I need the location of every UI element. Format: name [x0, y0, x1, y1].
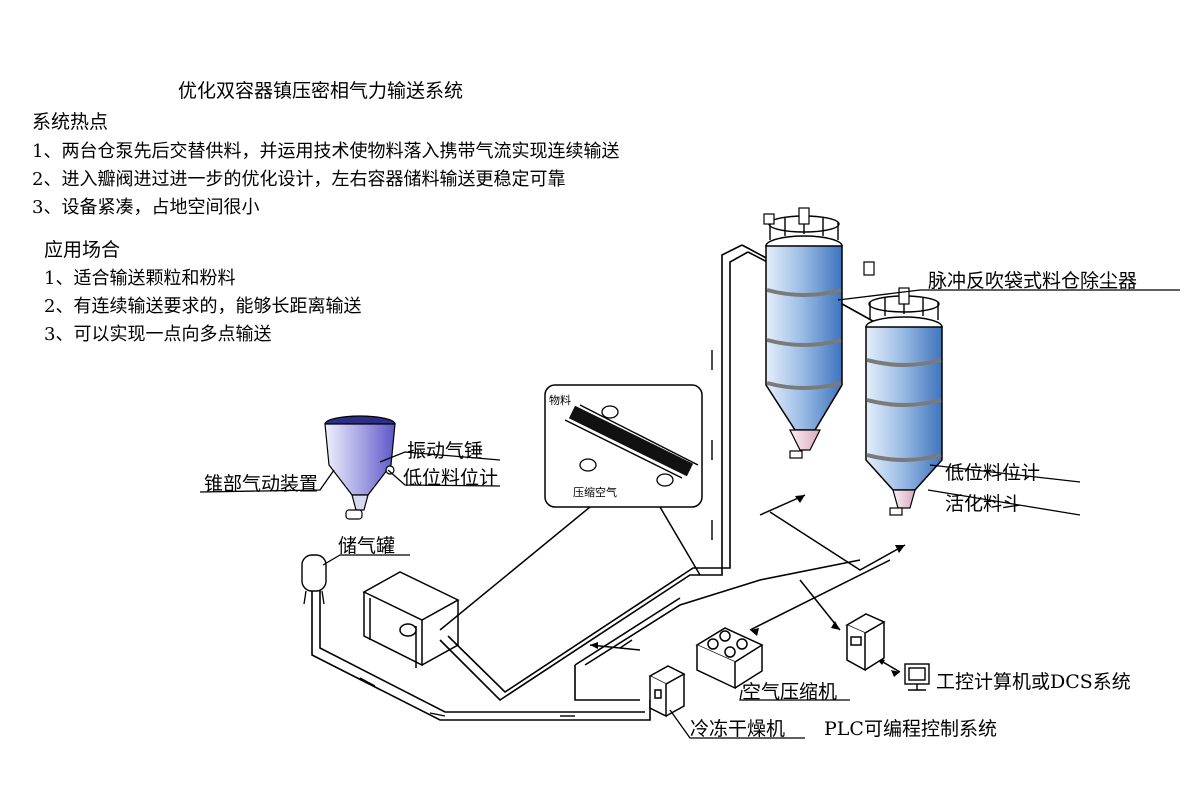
page-title: 优化双容器镇压密相气力输送系统	[178, 80, 464, 102]
label-air-tank: 储气罐	[338, 535, 396, 557]
air-tank	[301, 554, 327, 605]
feature-item-3: 3、设备紧凑，占地空间很小	[32, 197, 260, 218]
label-compressed-air: 压缩空气	[573, 486, 617, 499]
application-item-1: 1、适合输送颗粒和粉料	[44, 268, 236, 289]
label-dryer: 冷冻干燥机	[690, 718, 786, 740]
label-plc: PLC可编程控制系统	[824, 718, 997, 740]
arrow-heads	[590, 495, 905, 677]
plc-cabinet	[845, 613, 886, 672]
label-air-compressor: 空气压缩机	[742, 681, 838, 703]
feature-item-1: 1、两台仓泵先后交替供料，并运用技术使物料落入携带气流实现连续输送	[32, 141, 620, 162]
applications-heading: 应用场合	[44, 239, 121, 261]
label-low-level-left: 低位料位计	[403, 467, 499, 489]
label-activated-hopper: 活化料斗	[945, 493, 1022, 515]
application-item-3: 3、可以实现一点向多点输送	[44, 324, 272, 345]
silo-right	[863, 261, 943, 516]
dual-container-pump	[362, 571, 460, 668]
label-vibrator: 振动气锤	[407, 440, 484, 462]
label-computer: 工控计算机或DCS系统	[936, 671, 1131, 693]
features-heading: 系统热点	[32, 111, 109, 133]
label-material: 物料	[549, 394, 571, 407]
feed-hopper	[324, 415, 396, 520]
label-cone-device: 锥部气动装置	[204, 473, 319, 495]
valve-detail-callout	[439, 384, 703, 631]
label-dust-collector: 脉冲反吹袋式料仓除尘器	[928, 270, 1138, 292]
dryer-unit	[648, 665, 686, 718]
computer-unit	[904, 663, 930, 691]
silo-left	[763, 207, 843, 459]
feature-item-2: 2、进入瓣阀进过进一步的优化设计，左右容器储料输送更稳定可靠	[32, 169, 566, 190]
pipeline-dashes	[359, 350, 713, 717]
air-compressor-unit	[695, 627, 764, 690]
label-low-level-right: 低位料位计	[945, 462, 1041, 484]
application-item-2: 2、有连续输送要求的，能够长距离输送	[44, 296, 362, 317]
label-leaders	[199, 289, 1180, 739]
